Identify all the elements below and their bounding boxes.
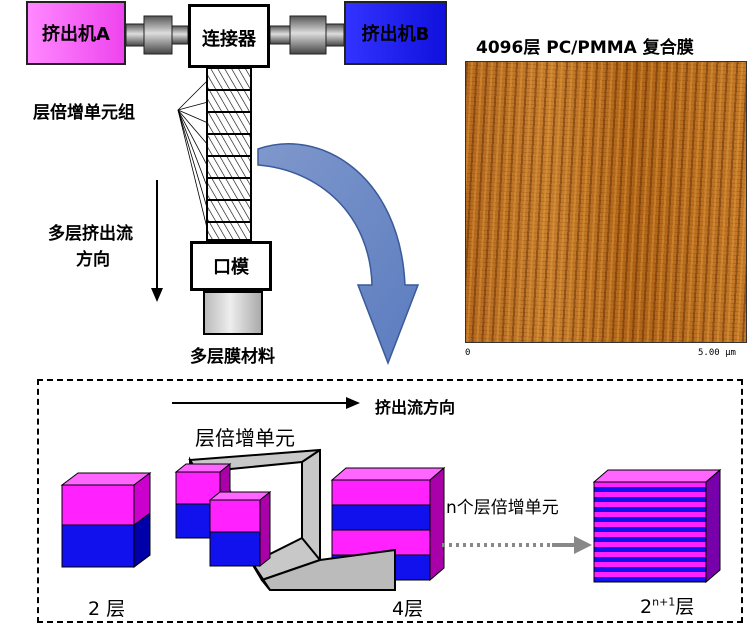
extruder-a: 挤出机A [26,1,126,65]
connector-box: 连接器 [188,4,270,68]
product-label: 多层膜材料 [190,347,275,367]
flow-direction-bottom-label: 挤出流方向 [375,398,456,417]
afm-scale-end: 5.00 μm [698,348,736,358]
multiplier-unit-label: 层倍增单元 [195,426,295,450]
n-units-arrow [442,536,592,554]
product-block [203,291,263,335]
flow-arrow-bottom [172,397,360,409]
extruder-a-label: 挤出机A [42,24,110,45]
extruder-b-label: 挤出机B [361,24,430,45]
label-final-layer: 2n+1层 [640,592,694,619]
flow-direction-label-1: 多层挤出流 [48,224,133,244]
multiplier-group-label: 层倍增单元组 [33,103,135,123]
bottom-panel [37,379,743,623]
flow-direction-arrow [151,180,163,302]
label-final-exp: n+1 [652,595,676,609]
flow-direction-label-2: 方向 [76,250,110,270]
pipe-b-inner [269,25,291,45]
pipe-a-inner [171,25,189,45]
stack-column [206,67,252,241]
die-box: 口模 [190,241,272,291]
label-2-layer: 2 层 [88,598,126,620]
cube-multilayer [592,468,722,584]
extruder-b: 挤出机B [344,1,447,65]
label-4-layer: 4层 [392,598,424,620]
connector-pipes [125,15,345,55]
afm-scale-start: 0 [465,348,471,358]
die-label: 口模 [213,257,249,278]
pipe-a-flange [143,15,173,55]
n-units-label: n个层倍增单元 [446,498,559,518]
cube-2-layer [60,472,152,568]
connector-label: 连接器 [202,29,256,50]
small-cube-front [208,490,272,568]
stack-pointer-lines [177,79,209,233]
pipe-a-outer [125,23,145,47]
stack-dividers [207,89,251,223]
curved-arrow [257,143,420,366]
afm-image [465,61,747,343]
pipe-b-flange [289,15,327,55]
label-final-unit: 层 [675,596,695,618]
pipe-b-outer [325,23,345,47]
layer-diagram [60,448,722,591]
multiplier-stack [177,67,252,241]
afm-title: 4096层 PC/PMMA 复合膜 [476,38,694,58]
label-final-base: 2 [640,596,653,618]
